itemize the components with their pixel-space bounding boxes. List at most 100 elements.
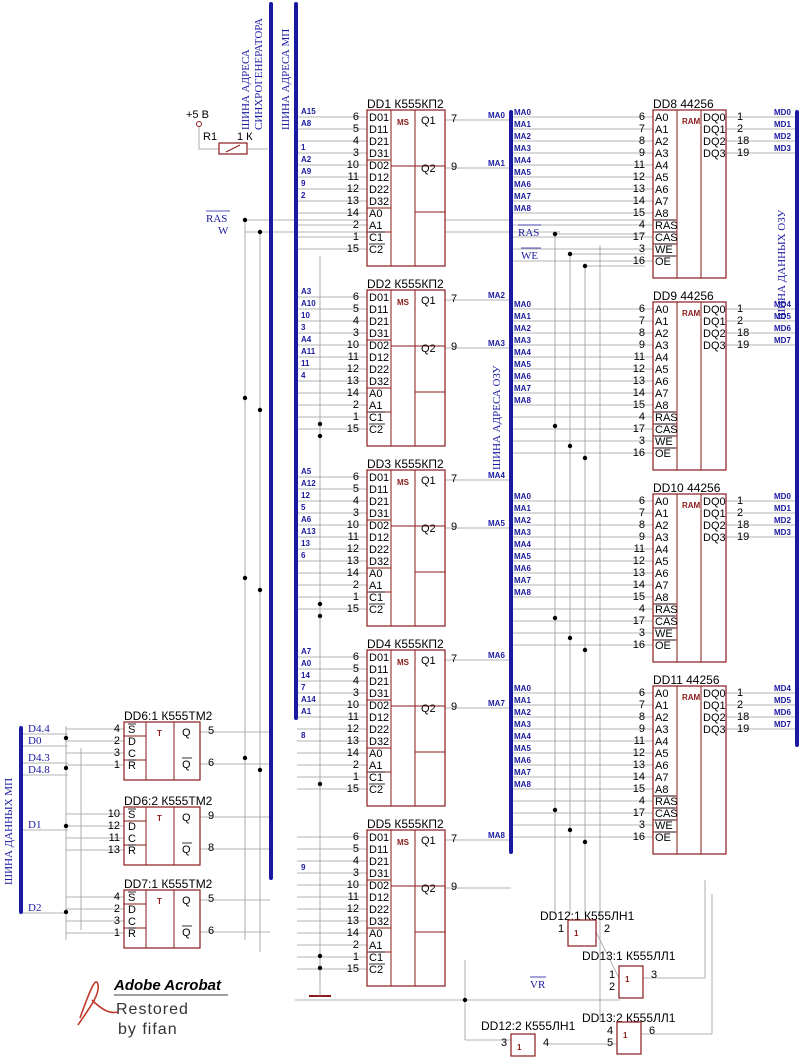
ff-out-label: Q <box>182 895 191 907</box>
mux-pin-number: 3 <box>353 687 359 699</box>
ram-pin-label: WE <box>655 436 673 448</box>
ram-out-pin: 2 <box>737 315 743 327</box>
ram-pin-label: RAS <box>655 796 678 808</box>
junction-dot <box>317 781 323 787</box>
mux-pin-label: D32 <box>369 556 389 568</box>
ram-input-net: MA3 <box>514 720 531 729</box>
ram-out-pin: 18 <box>737 327 749 339</box>
mux-out-label: Q1 <box>421 115 436 127</box>
chips-layer: DD1 К555КП2MSD016A15D115A8D214D3131D0210… <box>28 97 791 1057</box>
mux-input-net: A2 <box>301 155 312 164</box>
ram-pin-number: 14 <box>633 387 645 399</box>
ram-output-net: MD5 <box>774 312 791 321</box>
mux-pin-number: 15 <box>347 423 359 435</box>
mux-pin-number: 6 <box>353 111 359 123</box>
ram-out-label: DQ3 <box>703 148 726 160</box>
mux-out-label: Q2 <box>421 343 436 355</box>
mux-pin-number: 13 <box>347 195 359 207</box>
mux-pin-number: 2 <box>353 939 359 951</box>
mux-output-net: MA1 <box>488 159 505 168</box>
ram-input-net: MA8 <box>514 396 531 405</box>
mux-pin-number: 5 <box>353 123 359 135</box>
ff-pin-label: R <box>128 845 136 857</box>
mux-pin-number: 11 <box>348 171 359 183</box>
ram-pin-label: A8 <box>655 784 668 796</box>
ff-out-pin: 9 <box>208 810 214 822</box>
ram-pin-label: CAS <box>655 616 678 628</box>
wires-layer <box>23 116 797 1045</box>
ram-pin-number: 9 <box>639 339 645 351</box>
mux-pin-number: 3 <box>353 327 359 339</box>
ram-input-net: MA3 <box>514 144 531 153</box>
ff-out-pin: 6 <box>208 757 214 769</box>
sync-addr-bus-label-1: ШИНА АДРЕСА <box>240 49 252 130</box>
mux-pin-label: D22 <box>369 904 389 916</box>
ram-out-pin: 2 <box>737 123 743 135</box>
ram-output-net: MD7 <box>774 336 791 345</box>
ram-pin-number: 7 <box>639 123 645 135</box>
ram-pin-label: RAS <box>655 604 678 616</box>
ram-pin-number: 8 <box>639 135 645 147</box>
gate-body <box>616 1021 642 1055</box>
ram-pin-number: 3 <box>639 627 645 639</box>
mux-func-label: MS <box>397 118 410 127</box>
mux-pin-label: D11 <box>369 844 388 856</box>
ram-pin-label: A5 <box>655 172 668 184</box>
ram-pin-number: 3 <box>639 435 645 447</box>
ram-pin-number: 16 <box>633 447 645 459</box>
acrobat-logo-icon <box>77 981 119 1026</box>
mux-pin-label: D32 <box>369 916 389 928</box>
ff-out-label: Q <box>182 759 191 771</box>
sync-addr-bus-label-2: СИНХРОГЕНЕРАТОРА <box>253 18 265 130</box>
ram-pin-label: A3 <box>655 340 668 352</box>
mux-pin-number: 1 <box>353 411 359 423</box>
ram-out-label: DQ3 <box>703 340 726 352</box>
ram-pin-number: 12 <box>633 171 645 183</box>
ram-output-net: MD4 <box>774 300 791 309</box>
mux-out-pin: 9 <box>451 521 457 533</box>
junction-dot <box>567 827 573 833</box>
ram-pin-label: A6 <box>655 376 668 388</box>
ff-pin-label: C <box>128 916 136 928</box>
ram-pin-label: A6 <box>655 568 668 580</box>
mux-pin-label: A0 <box>369 568 382 580</box>
gate-pin-number: 2 <box>609 981 615 993</box>
junction-dot <box>63 735 69 741</box>
ram-pin-label: A7 <box>655 580 668 592</box>
ram-pin-number: 6 <box>639 495 645 507</box>
ram-out-pin: 1 <box>737 303 743 315</box>
ram-chip-body <box>652 301 727 471</box>
mux-pin-number: 12 <box>347 723 359 735</box>
ram-pin-number: 4 <box>639 219 645 231</box>
mux-chip-body <box>366 649 446 807</box>
ff-out-label: Q <box>182 844 191 856</box>
ff-out-pin: 6 <box>208 925 214 937</box>
ram-pin-number: 8 <box>639 711 645 723</box>
mux-pin-label: D31 <box>369 868 389 880</box>
mux-pin-number: 2 <box>353 579 359 591</box>
mux-pin-number: 5 <box>353 663 359 675</box>
ram-input-net: MA6 <box>514 372 531 381</box>
ram-pin-number: 17 <box>633 615 645 627</box>
ram-addr-bus-label: ШИНА АДРЕСА ОЗУ <box>491 365 503 470</box>
mux-pin-number: 11 <box>348 531 359 543</box>
ram-out-label: DQ2 <box>703 136 726 148</box>
junction-dot <box>582 839 588 845</box>
mux-pin-number: 14 <box>347 747 359 759</box>
mux-input-net: 10 <box>301 311 310 320</box>
ram-pin-number: 3 <box>639 819 645 831</box>
mux-func-label: MS <box>397 838 410 847</box>
resistor-r1-slash <box>225 144 241 153</box>
ram-out-pin: 18 <box>737 519 749 531</box>
mux-pin-label: A0 <box>369 928 382 940</box>
ff-func-label: T <box>157 814 162 823</box>
gate-pin-number: 3 <box>501 1037 507 1049</box>
ram-title-1: DD9 44256 <box>653 289 714 303</box>
ram-pin-number: 7 <box>639 507 645 519</box>
mux-out-label: Q2 <box>421 523 436 535</box>
ram-input-net: MA5 <box>514 168 531 177</box>
ram-pin-number: 17 <box>633 231 645 243</box>
ram-pin-number: 12 <box>633 555 645 567</box>
ram-pin-label: A4 <box>655 352 668 364</box>
mux-output-net: MA3 <box>488 339 505 348</box>
